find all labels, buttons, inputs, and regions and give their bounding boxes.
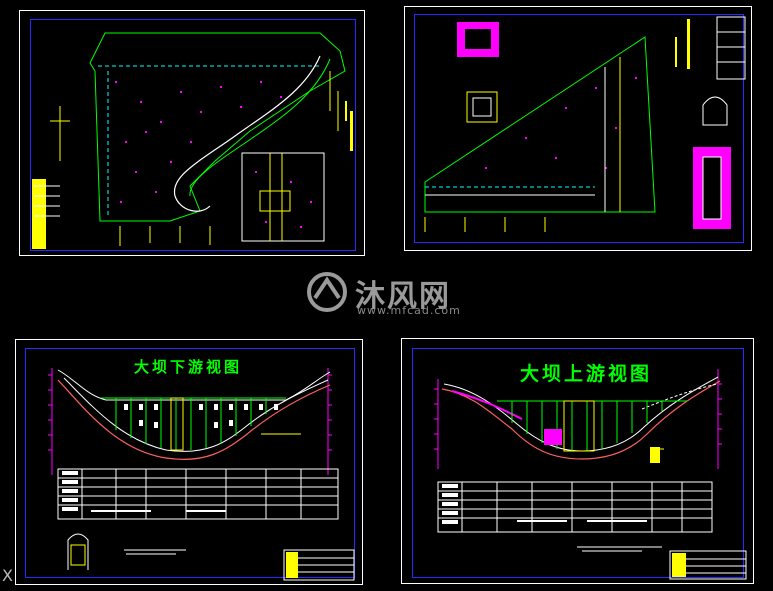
sheet-title: 大坝下游视图 [134,358,243,376]
downstream-drawing [48,368,355,581]
drawing-sheet-upstream[interactable]: 大坝上游视图 [401,338,754,584]
profile-drawing [424,16,746,232]
watermark-logo-icon [307,272,347,312]
sheet-frame [25,348,355,578]
drawing-sheet-profile[interactable] [404,6,752,251]
plan-drawing [32,32,353,249]
watermark-url: www.mfcad.com [357,304,461,317]
sheet-frame [412,348,744,578]
sheet-title: 大坝上游视图 [520,363,653,385]
sheet-frame [30,19,356,251]
sheet-frame [414,14,744,243]
cursor-marker-icon: X [2,566,13,585]
drawing-sheet-plan[interactable] [19,10,365,256]
watermark-name: 沐风网 [355,279,451,314]
watermark: 沐风网 www.mfcad.com [305,268,475,320]
drawing-sheet-downstream[interactable]: 大坝下游视图 [15,339,363,585]
upstream-drawing [434,369,747,580]
